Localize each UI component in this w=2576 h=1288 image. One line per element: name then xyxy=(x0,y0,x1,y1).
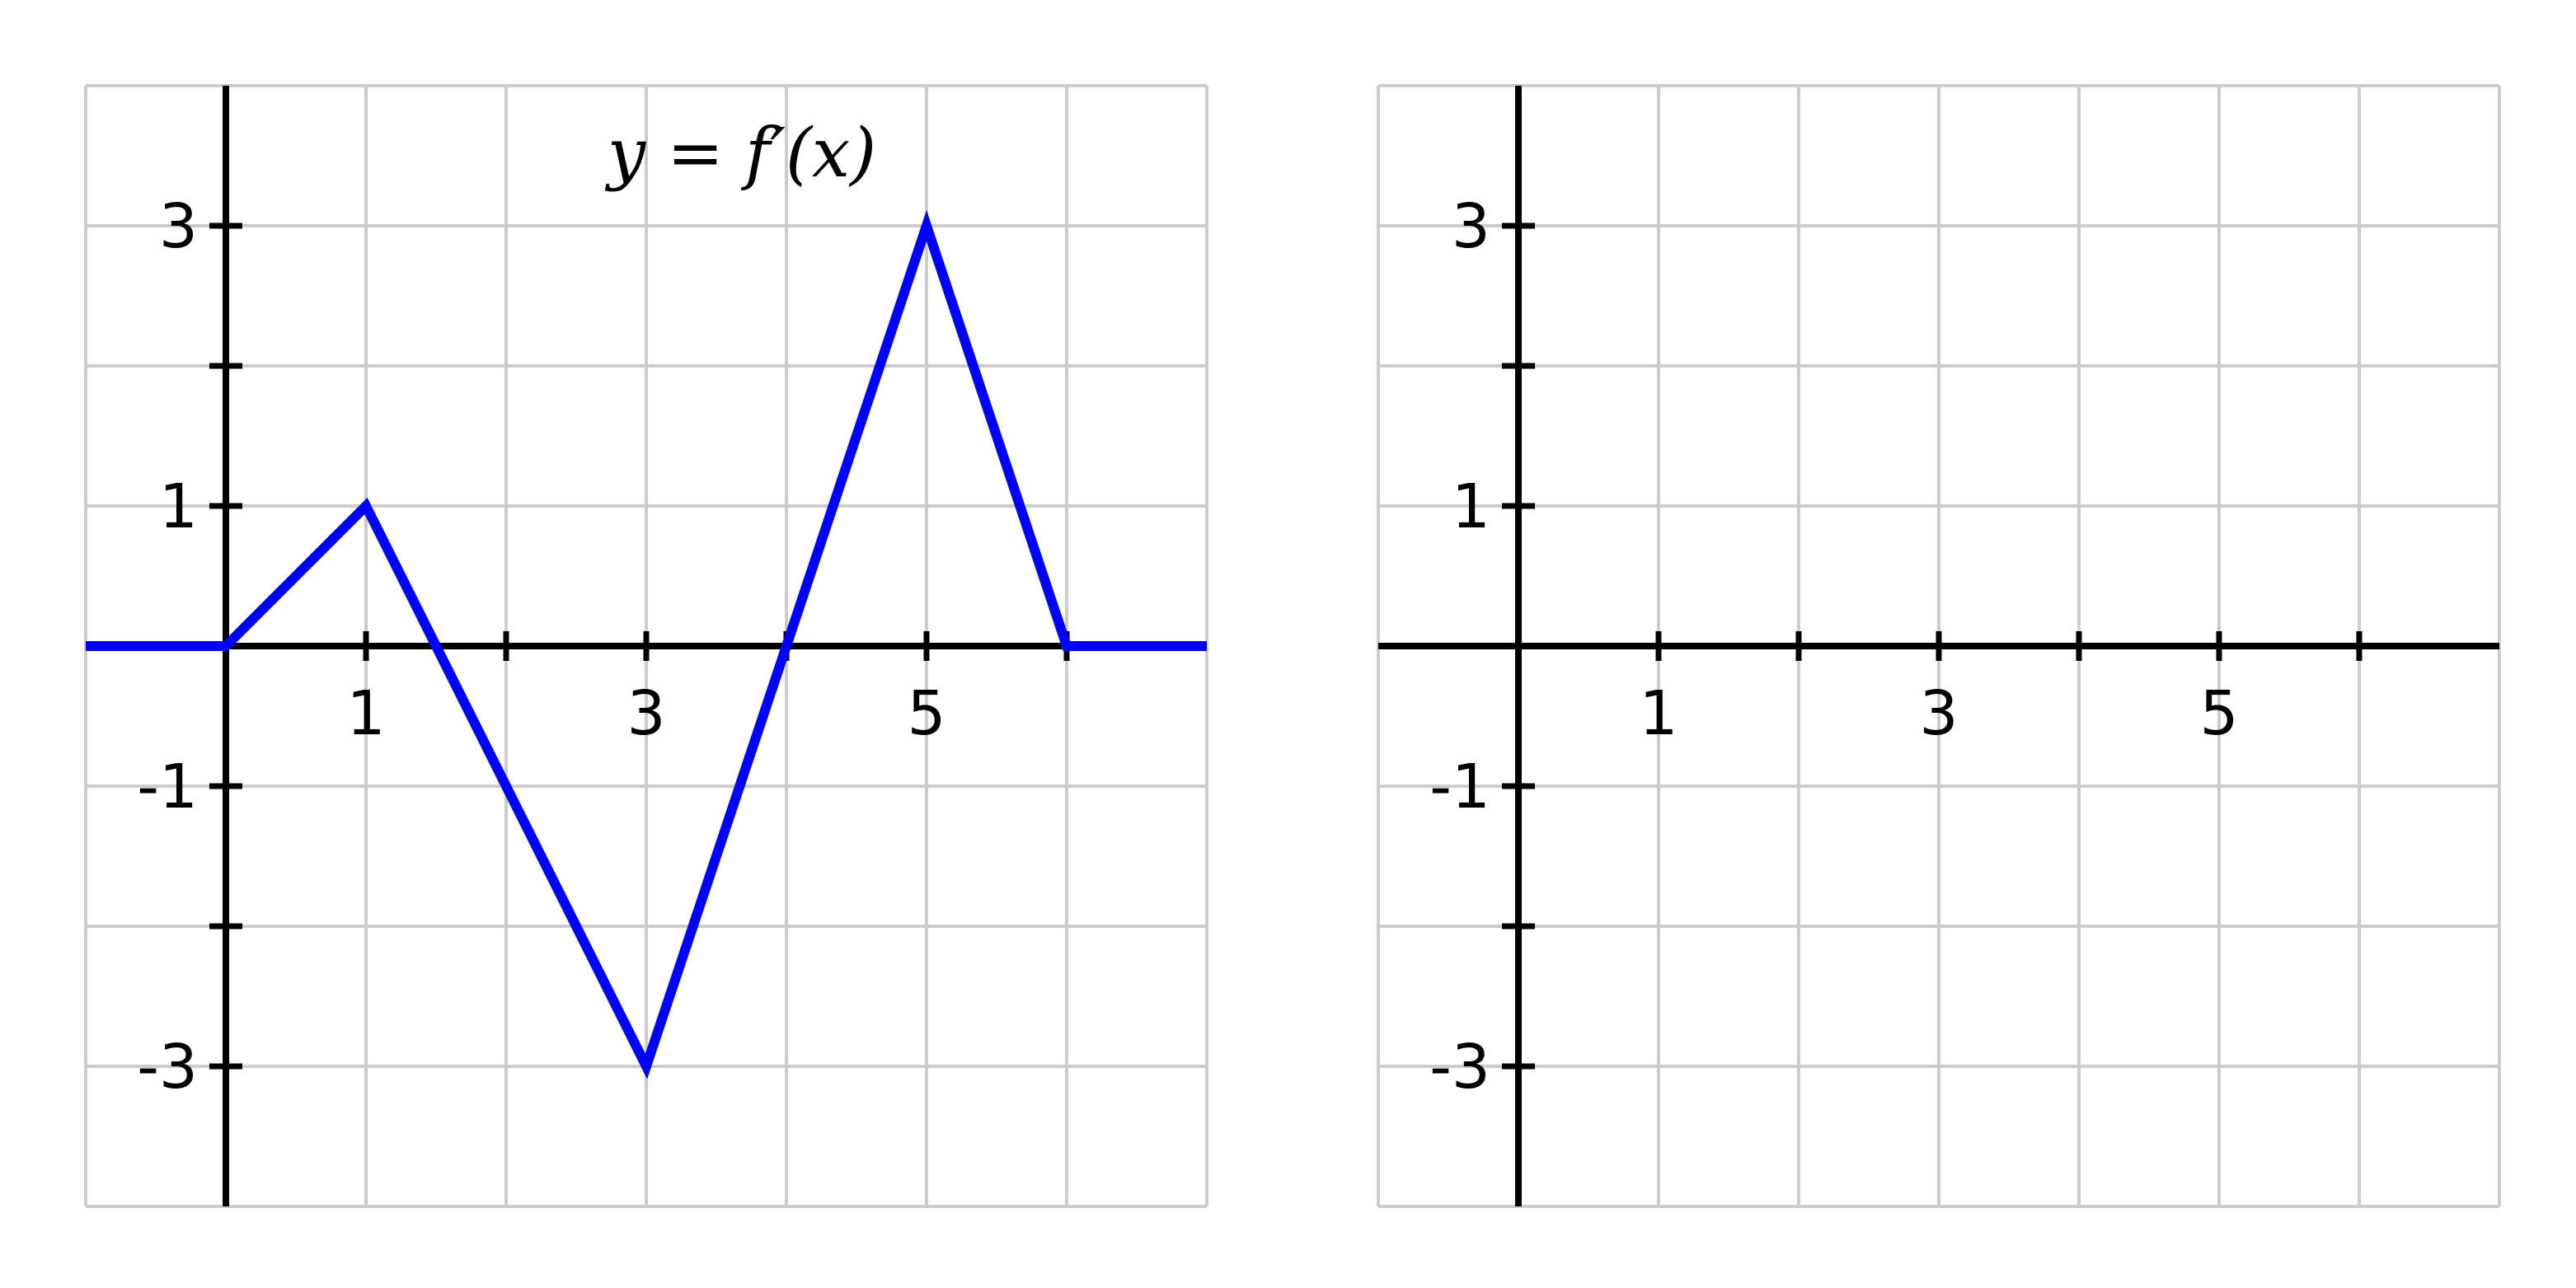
y-tick-label: -3 xyxy=(137,1032,198,1103)
axes: 1 3 5 3 1 -1 -3 xyxy=(86,86,1207,1206)
y-tick-label: -1 xyxy=(1429,752,1490,822)
x-tick-label: 1 xyxy=(346,678,385,749)
y-tick-label: -3 xyxy=(1429,1032,1490,1103)
series-line xyxy=(86,210,1207,1080)
chart-panel-right: 1 3 5 3 1 -1 -3 xyxy=(1377,84,2501,1208)
y-tick-label: -1 xyxy=(137,752,198,822)
x-tick-label: 5 xyxy=(2199,678,2238,749)
chart-title: y = f′(x) xyxy=(604,115,876,193)
axes: 1 3 5 3 1 -1 -3 xyxy=(1378,86,2499,1206)
y-tick-label: 3 xyxy=(1452,191,1490,262)
x-tick-label: 3 xyxy=(1919,678,1958,749)
y-tick-label: 3 xyxy=(159,191,198,262)
y-tick-label: 1 xyxy=(159,471,198,542)
x-tick-label: 1 xyxy=(1639,678,1677,749)
y-tick-label: 1 xyxy=(1452,471,1490,542)
x-tick-label: 3 xyxy=(626,678,665,749)
chart-panel-left: 1 3 5 3 1 -1 -3 y = f′(x) xyxy=(84,84,1208,1208)
x-tick-label: 5 xyxy=(907,678,945,749)
